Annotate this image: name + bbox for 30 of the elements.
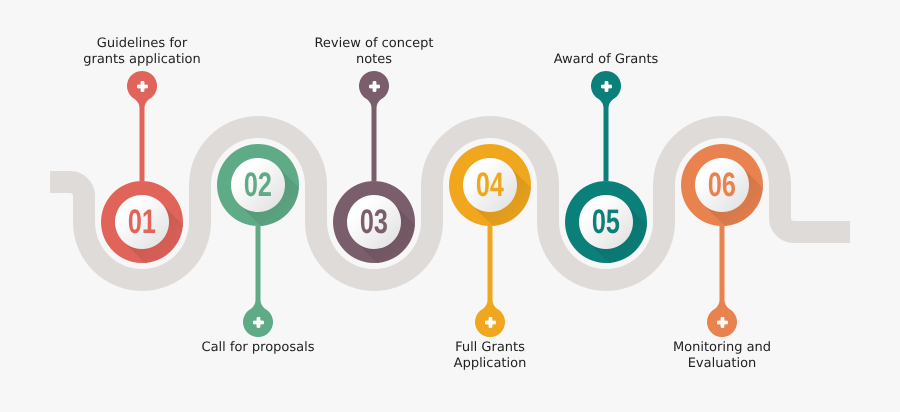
step-label: Full Grants Application <box>452 340 528 372</box>
step-number: 06 <box>708 168 736 202</box>
step-circle <box>565 181 647 263</box>
pin-marker <box>359 71 389 108</box>
connector-line <box>604 108 608 181</box>
step-circle <box>217 144 299 226</box>
pin-marker <box>243 300 273 337</box>
step-label: Award of Grants <box>554 52 658 68</box>
step-label: Review of concept notes <box>313 36 434 68</box>
step-circle <box>681 144 763 226</box>
connector-line <box>372 108 376 181</box>
step-number: 02 <box>244 168 272 202</box>
step-number: 05 <box>592 204 620 239</box>
connector-line <box>488 226 492 300</box>
step-label: Monitoring and Evaluation <box>672 340 772 372</box>
step-number: 04 <box>476 168 504 202</box>
connector-line <box>140 108 144 181</box>
step-label: Call for proposals <box>202 340 314 356</box>
connector-line <box>256 226 260 300</box>
connector-line <box>720 226 724 300</box>
pin-marker <box>707 300 737 337</box>
step-circle <box>449 144 531 226</box>
pin-marker <box>127 71 157 108</box>
step-number: 03 <box>360 204 388 239</box>
step-circle <box>333 181 415 263</box>
step-number: 01 <box>128 204 156 239</box>
pin-marker <box>591 71 621 108</box>
step-label: Guidelines for grants application <box>82 36 202 68</box>
pin-marker <box>475 300 505 337</box>
step-circle <box>101 181 183 263</box>
